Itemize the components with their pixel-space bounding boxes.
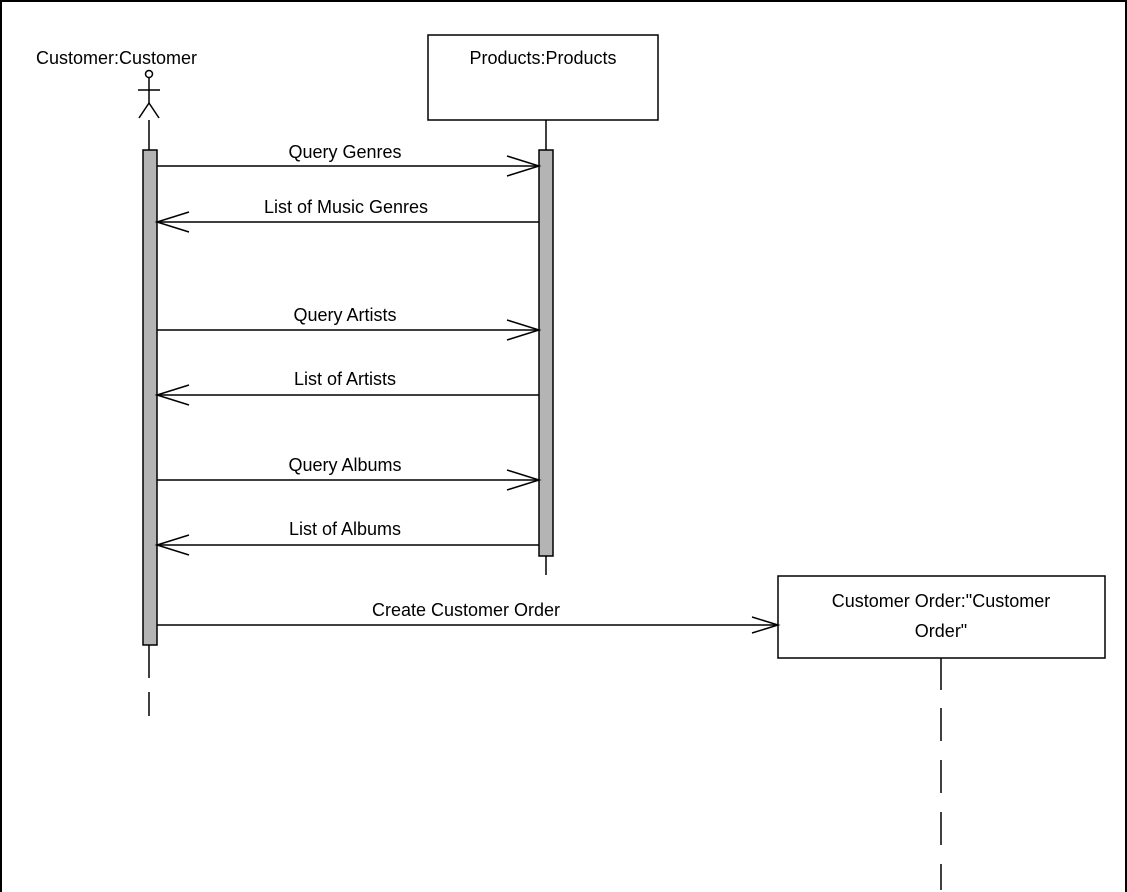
customer-participant-label: Customer:Customer [36,48,197,68]
arrowhead-right-icon [506,319,542,341]
arrowhead-left-icon [154,384,190,406]
message-label: List of Artists [294,369,396,389]
customer-order-label-line2: Order" [915,621,967,641]
message-label: List of Albums [289,519,401,539]
customer-activation-bar [142,149,158,646]
arrowhead-right-icon [751,616,781,634]
message-list-of-music-genres: List of Music Genres [154,197,539,233]
customer-order-label-line1: Customer Order:"Customer [832,591,1050,611]
customer-order-box [777,575,1106,659]
message-list-of-artists: List of Artists [154,369,539,406]
arrowhead-right-icon [506,155,542,177]
message-list-of-albums: List of Albums [154,519,539,556]
products-box [427,34,659,121]
message-label: Query Genres [288,142,401,162]
arrowhead-right-icon [506,469,542,491]
arrowhead-left-icon [154,534,190,556]
products-activation-bar [538,149,554,557]
message-label: Query Artists [293,305,396,325]
message-label: Create Customer Order [372,600,560,620]
arrowhead-left-icon [154,211,190,233]
products-participant-label: Products:Products [469,48,616,68]
message-label: Query Albums [288,455,401,475]
message-query-albums: Query Albums [157,455,542,491]
stick-figure-icon [138,69,160,119]
message-query-genres: Query Genres [157,142,542,177]
message-query-artists: Query Artists [157,305,542,341]
message-label: List of Music Genres [264,197,428,217]
message-create-customer-order: Create Customer Order [157,600,781,634]
